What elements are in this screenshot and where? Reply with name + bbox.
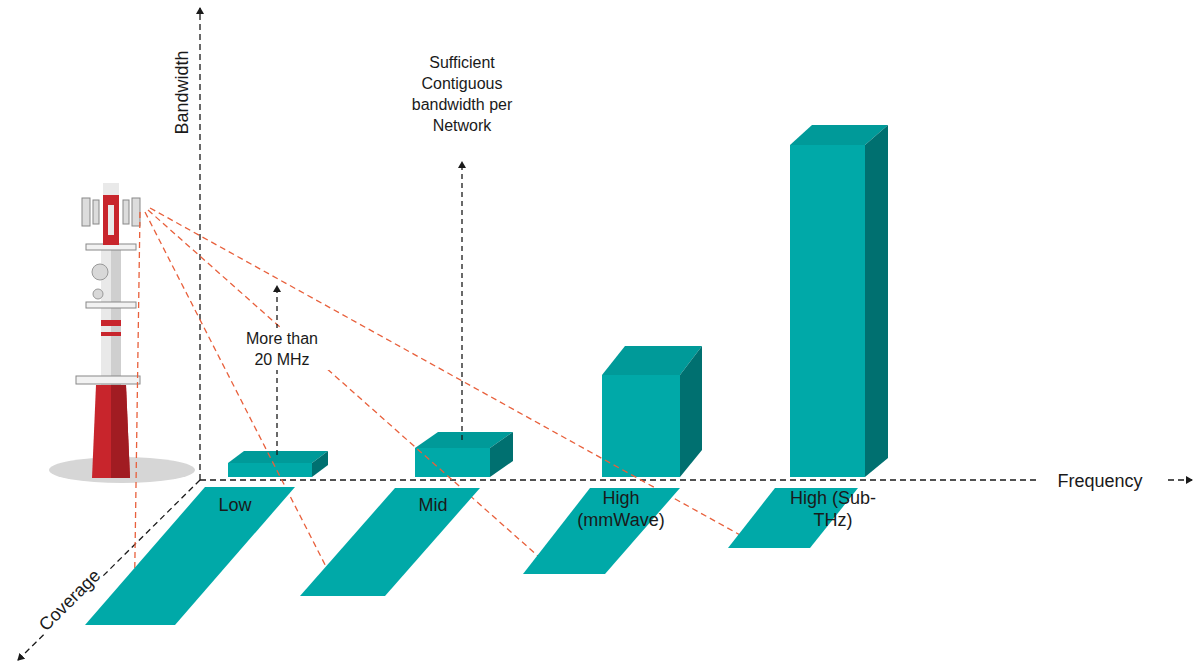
coverage-band: Low [85, 487, 295, 625]
coverage-band: High (mmWave) [523, 488, 680, 574]
band-shape [85, 487, 295, 625]
annotation: Sufficient Contiguous bandwidth per Netw… [401, 52, 523, 136]
coverage-band: Mid [300, 488, 480, 596]
band-label: High (Sub-THz) [783, 487, 883, 531]
band-shape [523, 488, 680, 574]
band-label: Low [205, 494, 265, 516]
coverage-band: High (Sub-THz) [728, 488, 858, 548]
bandwidth-bars [228, 125, 888, 477]
annotation: More than 20 MHz [235, 328, 329, 370]
axis-label: Bandwidth [172, 48, 193, 136]
band-shape [300, 488, 480, 596]
axes [18, 8, 1192, 660]
band-label: Mid [403, 494, 463, 516]
bandwidth-arrows [277, 162, 462, 455]
axis-label: Coverage [34, 564, 107, 637]
band-label: High (mmWave) [571, 487, 671, 531]
axis-label: Frequency [1055, 471, 1144, 492]
tower-illustration [76, 183, 140, 478]
